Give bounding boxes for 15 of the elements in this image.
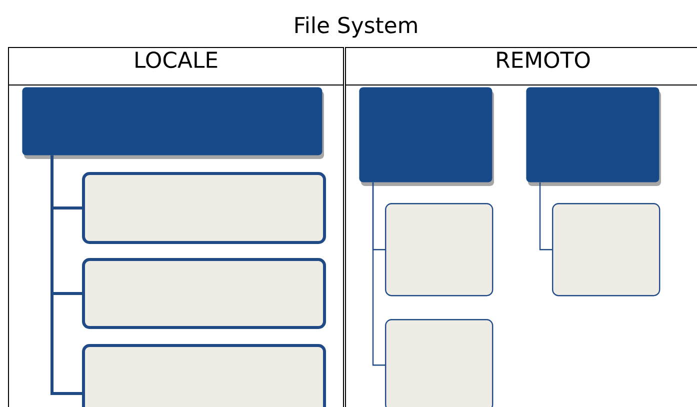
connector-line <box>372 182 385 366</box>
title: File System <box>295 16 417 38</box>
header-bar <box>526 87 661 186</box>
connector-line <box>50 155 82 395</box>
connector-line <box>539 182 552 250</box>
header-bar <box>22 87 324 159</box>
content-box <box>82 258 326 329</box>
table-column: LOCALE <box>8 47 344 407</box>
table-column: REMOTO <box>344 47 697 407</box>
content-box <box>385 203 494 296</box>
header-bar <box>359 87 494 186</box>
content-box <box>82 172 326 244</box>
content-box <box>552 203 660 296</box>
content-box <box>385 319 494 407</box>
content-box <box>82 344 326 407</box>
